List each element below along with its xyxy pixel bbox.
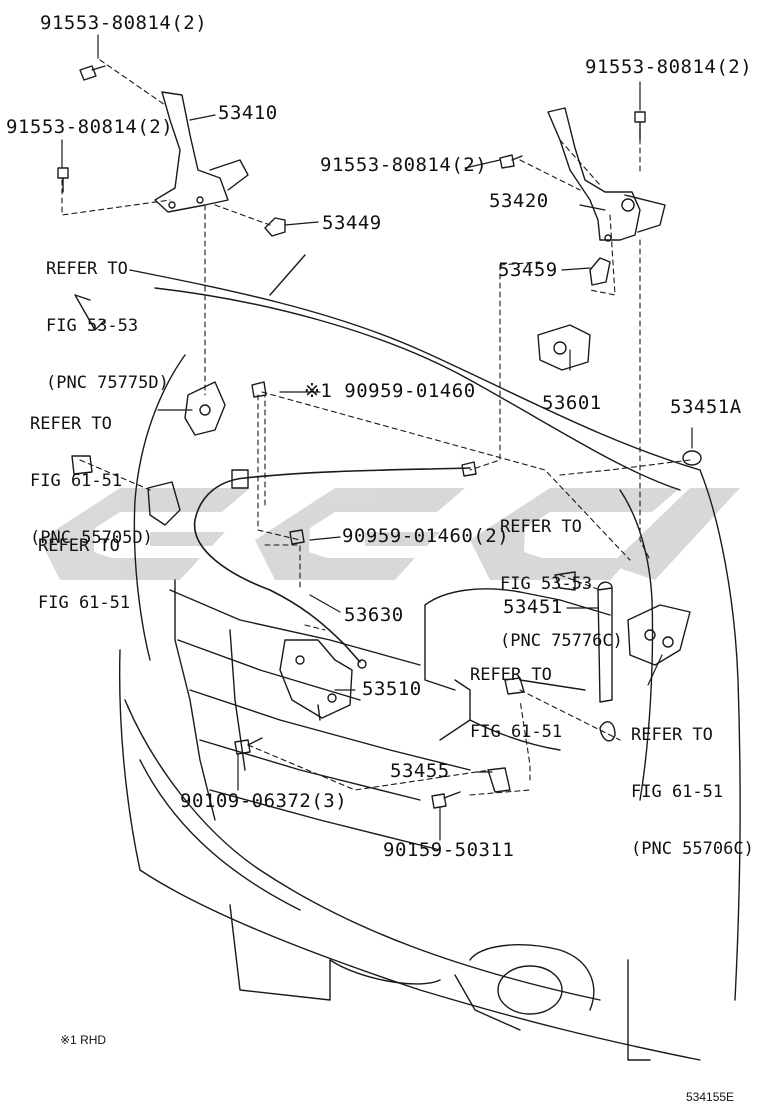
callout-cushion-53451a[interactable]: 53451A xyxy=(670,396,742,418)
refer-line: (PNC 55705D) xyxy=(30,528,153,548)
refer-note-55705d[interactable]: REFER TO FIG 61-51 (PNC 55705D) xyxy=(30,377,153,586)
hood-hinge-left xyxy=(154,91,249,213)
refer-line: FIG 61-51 xyxy=(38,593,131,613)
callout-hinge-right[interactable]: 53420 xyxy=(489,190,549,212)
callout-clamp-2[interactable]: 90959-01460(2) xyxy=(342,525,510,547)
callout-bolt-90159[interactable]: 90159-50311 xyxy=(383,839,515,861)
refer-line: FIG 61-51 xyxy=(631,782,724,802)
bolt-shapes xyxy=(57,65,646,809)
callout-clip-53449[interactable]: 53449 xyxy=(322,212,382,234)
refer-note-61-51-center[interactable]: REFER TO FIG 61-51 xyxy=(470,628,562,780)
refer-line: FIG 53-53 xyxy=(46,316,139,336)
callout-clip-53459[interactable]: 53459 xyxy=(498,259,558,281)
refer-line: REFER TO xyxy=(46,259,128,279)
refer-line: (PNC 75776C) xyxy=(500,631,623,651)
refer-line: REFER TO xyxy=(470,665,552,685)
callout-bolt-mid-right[interactable]: 91553-80814(2) xyxy=(320,154,488,176)
refer-note-75776c[interactable]: REFER TO FIG 53-53 (PNC 75776C) xyxy=(500,480,623,689)
hood-hinge-right xyxy=(547,107,666,242)
callout-lever-53455[interactable]: 53455 xyxy=(390,760,450,782)
refer-line: FIG 53-53 xyxy=(500,574,593,594)
refer-line: FIG 61-51 xyxy=(30,471,123,491)
refer-line: REFER TO xyxy=(500,517,582,537)
callout-cable-53630[interactable]: 53630 xyxy=(344,604,404,626)
refer-line: FIG 61-51 xyxy=(470,722,563,742)
refer-note-75775d[interactable]: REFER TO FIG 53-53 (PNC 75775D) xyxy=(46,222,169,431)
callout-lock-53510[interactable]: 53510 xyxy=(362,678,422,700)
refer-line: REFER TO xyxy=(38,536,120,556)
callout-bolt-top-right[interactable]: 91553-80814(2) xyxy=(585,56,753,78)
callout-bolt-90109[interactable]: 90109-06372(3) xyxy=(180,790,348,812)
callout-clamp-rhd[interactable]: ※1 90959-01460 xyxy=(304,380,476,402)
refer-line: REFER TO xyxy=(631,725,713,745)
refer-note-55706c[interactable]: REFER TO FIG 61-51 (PNC 55706C) xyxy=(631,688,754,897)
callout-bolt-mid-left[interactable]: 91553-80814(2) xyxy=(6,116,174,138)
refer-note-61-51-left[interactable]: REFER TO FIG 61-51 xyxy=(38,499,130,651)
refer-line: REFER TO xyxy=(30,414,112,434)
footnote-rhd: ※1 RHD xyxy=(60,1033,107,1047)
refer-line: (PNC 55706C) xyxy=(631,839,754,859)
callout-bracket-53601[interactable]: 53601 xyxy=(542,392,602,414)
callout-hinge-left[interactable]: 53410 xyxy=(218,102,278,124)
callout-support-rod-53451[interactable]: 53451 xyxy=(503,596,563,618)
callout-bolt-top-left[interactable]: 91553-80814(2) xyxy=(40,12,208,34)
refer-line: (PNC 75775D) xyxy=(46,373,169,393)
diagram-id: 534155E xyxy=(686,1090,735,1104)
